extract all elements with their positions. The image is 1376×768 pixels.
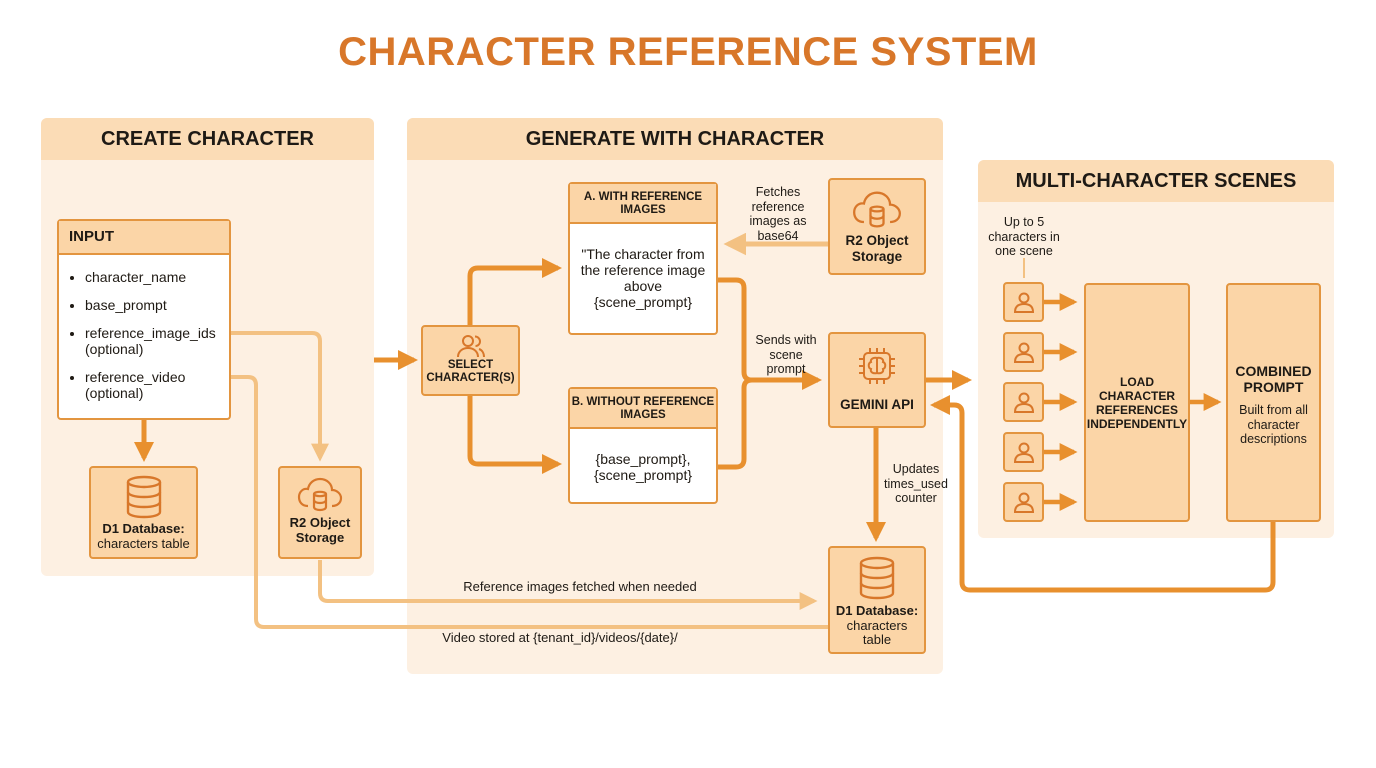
page-title: CHARACTER REFERENCE SYSTEM [338,30,1038,74]
cloud-database-icon [853,191,901,228]
up-to-note: Up to 5 characters in one scene [988,215,1060,258]
combined-title: COMBINED PROMPT [1235,363,1312,395]
person-icon [1013,492,1034,513]
updates-note: Updates times_used counter [884,462,948,505]
select-to-without-ref-connector [467,396,562,474]
character-avatar [1003,432,1044,472]
r2-label: R2 Object Storage [289,515,351,545]
cloud-database-icon [297,477,343,512]
without-reference-title: B. WITHOUT REFERENCE IMAGES [570,389,716,429]
input-item: base_prompt [85,297,229,313]
input-title: INPUT [59,221,229,255]
person-icon [1013,292,1034,313]
character-avatar [1003,332,1044,372]
d1-subtitle: characters table [97,535,190,551]
input-list: character_name base_prompt reference_ima… [59,269,229,401]
load-references-node: LOAD CHARACTER REFERENCES INDEPENDENTLY [1084,283,1190,522]
gemini-api-node: GEMINI API [828,332,926,428]
r2-to-d1-connector [318,560,818,610]
select-characters-node: SELECT CHARACTER(S) [421,325,520,396]
generate-header: GENERATE WITH CHARACTER [407,118,943,160]
database-icon [859,556,895,600]
person-icon [1013,342,1034,363]
input-box: INPUT character_name base_prompt referen… [57,219,231,420]
load-label: LOAD CHARACTER REFERENCES INDEPENDENTLY [1086,374,1188,431]
gemini-label: GEMINI API [840,397,914,412]
without-ref-to-gemini-connector [717,377,753,470]
d1-database-generate: D1 Database: characters table [828,546,926,654]
multi-character-header: MULTI-CHARACTER SCENES [978,160,1334,202]
r2-label: R2 Object Storage [845,233,909,264]
input-item: character_name [85,269,229,285]
brain-chip-icon [859,348,895,384]
ref-ids-to-r2-connector [216,331,329,462]
character-avatar [1003,282,1044,322]
database-icon [126,475,161,519]
with-reference-title: A. WITH REFERENCE IMAGES [570,184,716,224]
video-stored-note: Video stored at {tenant_id}/videos/{date… [442,630,678,645]
combined-subtitle: Built from all character descriptions [1239,403,1308,446]
input-item: reference_image_ids (optional) [85,325,229,357]
d1-title: D1 Database: [102,521,185,536]
r2-storage-generate: R2 Object Storage [828,178,926,275]
combined-to-gemini-connector [930,395,1276,593]
input-item: reference_video (optional) [85,369,229,401]
users-icon [456,335,485,358]
with-reference-box: A. WITH REFERENCE IMAGES "The character … [568,182,718,335]
select-to-with-ref-connector [467,258,562,326]
without-reference-body: {base_prompt}, {scene_prompt} [593,451,693,483]
d1-title: D1 Database: [835,603,919,618]
fetches-note: Fetches reference images as base64 [749,185,807,243]
r2-storage-create: R2 Object Storage [278,466,362,559]
d1-database-create: D1 Database: characters table [89,466,198,559]
select-label: SELECT CHARACTER(S) [426,359,515,384]
ref-fetched-note: Reference images fetched when needed [463,579,697,594]
person-icon [1013,442,1034,463]
without-reference-box: B. WITHOUT REFERENCE IMAGES {base_prompt… [568,387,718,504]
character-avatar [1003,482,1044,522]
create-character-header: CREATE CHARACTER [41,118,374,160]
combined-prompt-node: COMBINED PROMPT Built from all character… [1226,283,1321,522]
character-avatar [1003,382,1044,422]
d1-subtitle: characters table [846,617,908,647]
ref-video-connector [192,375,828,629]
with-reference-body: "The character from the reference image … [580,246,706,310]
sends-note: Sends with scene prompt [755,333,817,376]
person-icon [1013,392,1034,413]
